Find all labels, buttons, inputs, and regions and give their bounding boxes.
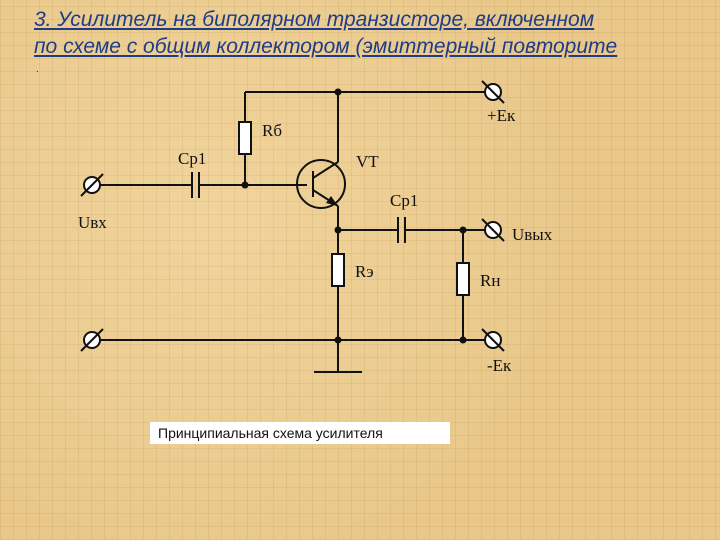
transistor-collector-lead (312, 161, 339, 179)
junction-dot (334, 226, 342, 234)
junction-dot (334, 88, 342, 96)
junction-dot (459, 336, 467, 344)
label-plus-ek: +Eк (487, 106, 516, 125)
junction-dot (241, 181, 249, 189)
title-line-1: 3. Усилитель на биполярном транзисторе, … (34, 8, 595, 31)
diagram-caption: Принципиальная схема усилителя (150, 422, 450, 444)
transistor-body (296, 159, 346, 209)
rb-resistor (238, 121, 252, 155)
label-rn: Rн (480, 271, 500, 290)
junction-dot (334, 336, 342, 344)
label-re: Rэ (355, 262, 374, 281)
terminal-plus-ek (481, 80, 505, 104)
label-minus-ek: -Eк (487, 356, 512, 375)
terminal-uin (80, 173, 104, 197)
label-vt: VT (356, 152, 379, 171)
rn-resistor (456, 262, 470, 296)
terminal-minus-ek (481, 328, 505, 352)
label-rb: Rб (262, 121, 282, 140)
label-uout: Uвых (512, 225, 553, 244)
label-cp1-out: Cp1 (390, 191, 418, 210)
title-line-2: по схеме с общим коллектором (эмиттерный… (34, 35, 618, 58)
emitter-arrow (326, 196, 338, 206)
title-dot: . (36, 64, 39, 75)
junction-dot (459, 226, 467, 234)
terminal-uout (481, 218, 505, 242)
slide-title: 3. Усилитель на биполярном транзисторе, … (34, 6, 720, 60)
label-cp1-in: Cp1 (178, 149, 206, 168)
terminal-bottom-left (80, 328, 104, 352)
label-uin: Uвх (78, 213, 107, 232)
re-resistor (331, 253, 345, 287)
